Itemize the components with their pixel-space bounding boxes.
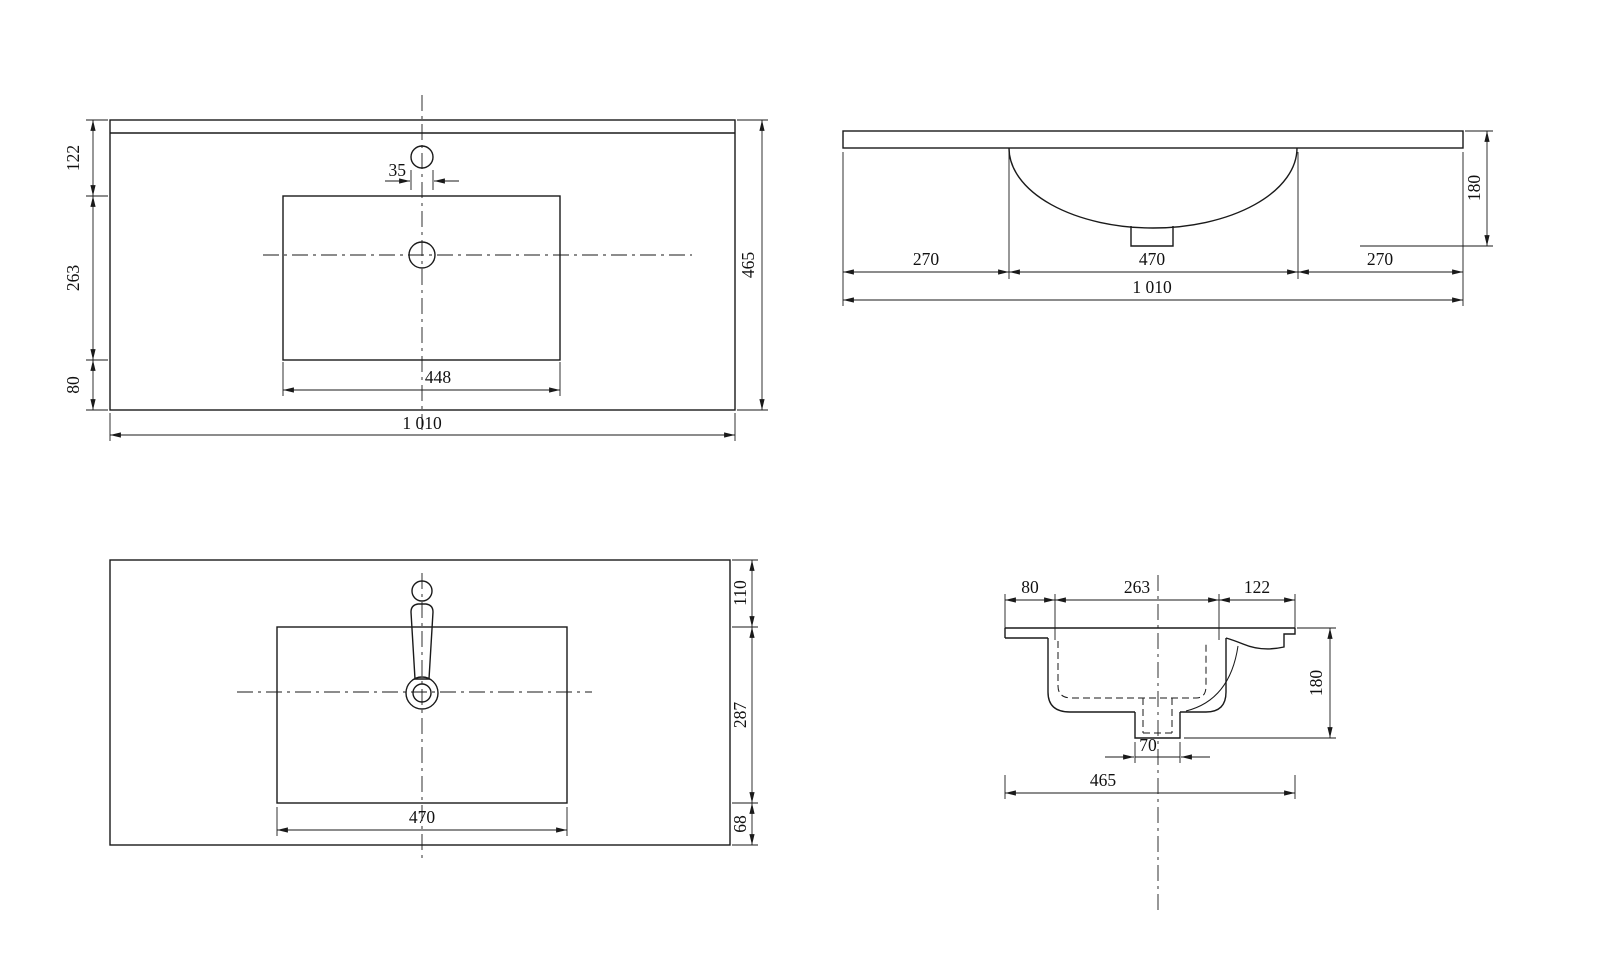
dim-180: 180 (1306, 670, 1326, 697)
dim-80: 80 (63, 376, 83, 394)
dim-470: 470 (409, 807, 436, 827)
dim-122: 122 (1244, 577, 1270, 597)
faucet-body (410, 603, 434, 680)
dim-68: 68 (730, 815, 750, 833)
dim-122: 122 (63, 145, 83, 171)
section-dimension-lines (1004, 594, 1336, 799)
front-dimension-labels: 270 470 270 1 010 180 (913, 175, 1484, 297)
plan-dimension-lines (86, 119, 768, 441)
front-outline (842, 130, 1464, 247)
drain-outlet (1130, 226, 1174, 247)
dim-270-right: 270 (1367, 249, 1394, 269)
bottom-centerlines (237, 573, 592, 861)
basin-curve (1008, 147, 1298, 229)
front-view: 270 470 270 1 010 180 (842, 130, 1493, 306)
bottom-view: 470 110 287 68 (109, 559, 758, 861)
front-dimension-lines (842, 130, 1493, 306)
plan-centerlines (263, 95, 692, 433)
dim-1010: 1 010 (1132, 277, 1172, 297)
dim-465: 465 (1090, 770, 1117, 790)
bowl-left-wall (1047, 638, 1135, 713)
dim-270-left: 270 (913, 249, 940, 269)
dim-70: 70 (1139, 735, 1157, 755)
drain-section (1134, 712, 1181, 739)
dim-465: 465 (738, 252, 758, 279)
dim-263: 263 (63, 265, 83, 292)
plan-view: 35 122 263 80 448 1 010 465 (63, 95, 768, 441)
bottom-dimension-lines (276, 559, 758, 846)
dim-287: 287 (730, 702, 750, 729)
bottom-outline (109, 559, 731, 846)
dim-263: 263 (1124, 577, 1151, 597)
plan-dimension-labels: 35 122 263 80 448 1 010 465 (63, 145, 758, 433)
plan-outline (109, 119, 736, 411)
section-dimension-labels: 80 263 122 180 70 465 (1021, 577, 1326, 790)
bowl-right-wall (1180, 638, 1227, 713)
dim-110: 110 (730, 580, 750, 606)
bottom-dimension-labels: 470 110 287 68 (409, 580, 750, 833)
section-outline (1004, 627, 1296, 739)
dim-hole-35: 35 (389, 160, 407, 180)
faucet-base-outer (405, 676, 439, 710)
front-edge-profile (1225, 628, 1296, 650)
bowl-front-curve (1185, 645, 1239, 712)
dim-80: 80 (1021, 577, 1039, 597)
dim-470: 470 (1139, 249, 1166, 269)
section-hidden-lines (1057, 641, 1207, 734)
section-view: 80 263 122 180 70 465 (1004, 575, 1336, 912)
dim-448: 448 (425, 367, 452, 387)
dim-180: 180 (1464, 175, 1484, 202)
dim-1010: 1 010 (402, 413, 442, 433)
